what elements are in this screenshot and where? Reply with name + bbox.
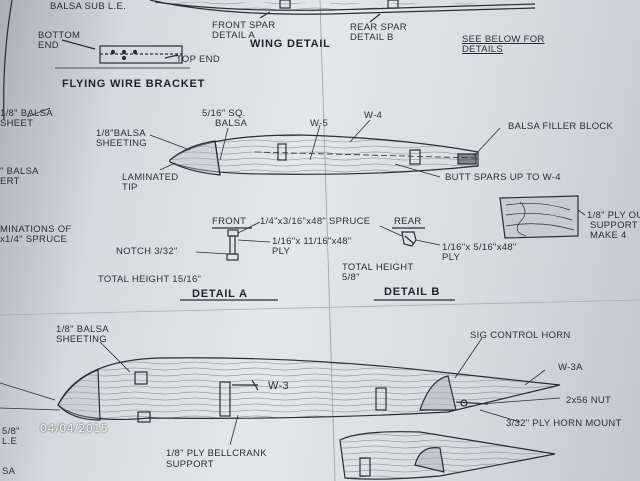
detail-a-drawing — [180, 221, 278, 301]
label-bellcrank: 1/8" PLY BELLCRANK — [166, 448, 267, 459]
label-rear-spar-detail: DETAIL B — [350, 32, 394, 43]
label-left-le: L.E — [2, 436, 18, 447]
label-bottom-sa: SA — [2, 466, 16, 477]
label-front: FRONT — [212, 216, 247, 227]
label-balsa-sub-le: BALSA SUB L.E. — [50, 1, 127, 12]
label-front-spar: FRONT SPAR — [212, 20, 276, 31]
heading-detail-a: DETAIL A — [192, 288, 248, 300]
label-make-4: MAKE 4 — [590, 230, 627, 241]
ply-support-block — [499, 195, 586, 239]
label-lower-sheeting: 1/8" BALSA — [56, 324, 109, 335]
label-bellcrank-support: SUPPORT — [166, 459, 214, 470]
label-laminations-2: x1/4" SPRUCE — [0, 234, 68, 245]
paper-fold-line — [0, 299, 640, 316]
heading-wing-detail: WING DETAIL — [250, 38, 331, 50]
label-see-below-details: DETAILS — [462, 44, 503, 55]
label-laminations: MINATIONS OF — [0, 224, 72, 235]
label-control-horn: SIG CONTROL HORN — [470, 330, 571, 341]
label-bottom-end-2: END — [38, 40, 59, 51]
label-bottom-end: BOTTOM — [38, 30, 81, 41]
main-wing-section-drawing — [0, 337, 561, 446]
label-filler-block: BALSA FILLER BLOCK — [508, 121, 614, 132]
label-ply-a-2: PLY — [272, 246, 291, 257]
wing-tip-drawing — [26, 107, 501, 178]
label-front-spar-detail: DETAIL A — [212, 30, 256, 41]
label-total-height-a: TOTAL HEIGHT 15/16" — [98, 274, 202, 285]
label-balsa-sheet: 1/8" BALSA — [0, 108, 53, 119]
label-top-end: TOP END — [176, 54, 220, 65]
label-w5: W-5 — [310, 118, 329, 129]
label-balsa-sheet-2: SHEET — [0, 118, 34, 129]
label-sheeting-2: SHEETING — [96, 138, 147, 149]
label-w3: W-3 — [268, 380, 289, 392]
label-edge-balsa-2: ERT — [0, 176, 20, 187]
label-lower-sheeting-2: SHEETING — [56, 334, 107, 345]
label-ply-a: 1/16"x 11/16"x48" — [272, 236, 352, 247]
label-rear-spar: REAR SPAR — [350, 22, 407, 33]
label-spruce: 1/4"x3/16"x48" SPRUCE — [260, 216, 371, 227]
flying-wire-bracket-drawing — [55, 39, 190, 69]
detail-b-drawing — [374, 225, 455, 301]
label-ply-support: SUPPORT — [590, 220, 638, 231]
label-sheeting: 1/8"BALSA — [96, 128, 146, 139]
label-ply-b: 1/16"x 5/16"x48" — [442, 242, 517, 253]
label-nut: 2x56 NUT — [566, 395, 612, 406]
label-laminated-tip: TIP — [122, 182, 138, 193]
heading-detail-b: DETAIL B — [384, 286, 441, 298]
partial-outline — [3, 0, 13, 121]
label-laminated: LAMINATED — [122, 172, 179, 183]
label-w4: W-4 — [364, 110, 383, 121]
top-wing-section — [149, 0, 536, 23]
label-total-height-b: TOTAL HEIGHT — [342, 262, 414, 273]
label-ply-out: 1/8" PLY OU — [587, 210, 640, 221]
date-stamp: 04/04/2015 — [40, 422, 109, 435]
label-edge-balsa: " BALSA — [0, 166, 39, 177]
label-sq-balsa-2: BALSA — [215, 118, 248, 129]
label-total-height-b-2: 5/8" — [342, 272, 360, 283]
label-horn-mount: 3/32" PLY HORN MOUNT — [506, 418, 622, 429]
label-w3a: W-3A — [558, 362, 583, 373]
label-notch: NOTCH 3/32" — [116, 246, 178, 257]
label-ply-b-2: PLY — [442, 252, 461, 263]
label-see-below: SEE BELOW FOR — [462, 34, 545, 45]
label-rear: REAR — [394, 216, 422, 227]
label-left-fraction: 5/8" — [2, 426, 20, 437]
label-butt-spars: BUTT SPARS UP TO W-4 — [445, 172, 561, 183]
label-sq-balsa: 5/16" SQ. — [202, 108, 246, 119]
heading-flying-wire-bracket: FLYING WIRE BRACKET — [62, 78, 206, 90]
bottom-wing-section — [339, 431, 556, 480]
